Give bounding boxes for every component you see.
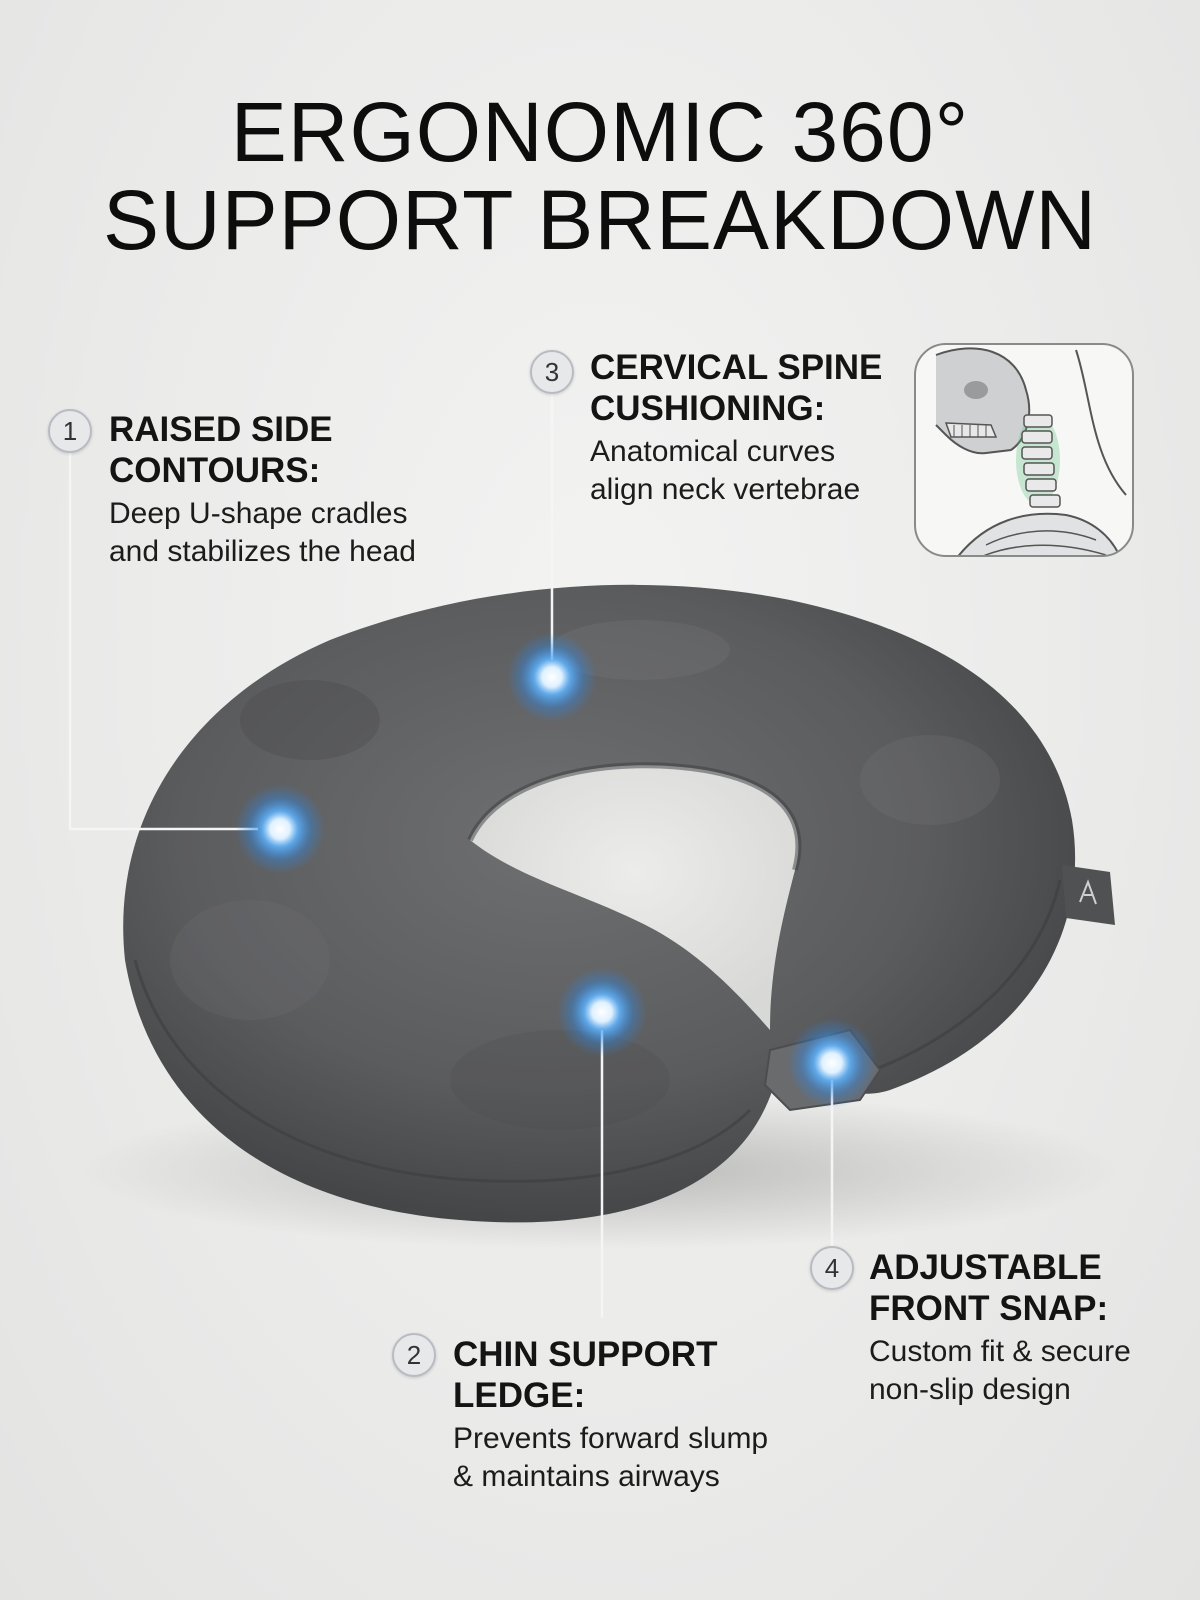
callout-cervical-spine-cushioning: CERVICAL SPINE CUSHIONING: Anatomical cu… bbox=[590, 347, 882, 509]
callout-description: Prevents forward slump bbox=[453, 1422, 769, 1455]
callout-description: non-slip design bbox=[869, 1373, 1071, 1406]
callout-heading: CHIN SUPPORT bbox=[453, 1335, 718, 1374]
glow-points bbox=[235, 632, 877, 1108]
callout-adjustable-front-snap: ADJUSTABLE FRONT SNAP: Custom fit & secu… bbox=[869, 1247, 1131, 1409]
glow-point-icon bbox=[557, 967, 647, 1057]
callout-number-3: 3 bbox=[530, 350, 574, 394]
callout-description: and stabilizes the head bbox=[109, 535, 416, 568]
callout-heading: CONTOURS: bbox=[109, 451, 321, 490]
callout-heading: ADJUSTABLE bbox=[869, 1248, 1102, 1287]
callout-description: Anatomical curves bbox=[590, 435, 836, 468]
brand-tag-icon bbox=[1062, 865, 1115, 925]
callout-description: & maintains airways bbox=[453, 1460, 720, 1493]
title-line-1: ERGONOMIC 360° bbox=[230, 85, 970, 179]
callout-heading: CERVICAL SPINE bbox=[590, 348, 883, 387]
callout-number-1: 1 bbox=[48, 409, 92, 453]
glow-point-icon bbox=[235, 784, 325, 874]
title-line-2: SUPPORT BREAKDOWN bbox=[102, 173, 1098, 267]
callout-description: align neck vertebrae bbox=[590, 473, 861, 506]
callout-raised-side-contours: RAISED SIDE CONTOURS: Deep U-shape cradl… bbox=[109, 409, 416, 571]
callout-heading: CUSHIONING: bbox=[590, 389, 826, 428]
callout-description: Custom fit & secure bbox=[869, 1335, 1131, 1368]
callout-number-2: 2 bbox=[392, 1333, 436, 1377]
callout-number-4: 4 bbox=[810, 1246, 854, 1290]
glow-point-icon bbox=[787, 1018, 877, 1108]
page-title: ERGONOMIC 360° SUPPORT BREAKDOWN bbox=[0, 88, 1200, 264]
callout-description: Deep U-shape cradles bbox=[109, 497, 408, 530]
callout-heading: FRONT SNAP: bbox=[869, 1289, 1109, 1328]
leader-line-1 bbox=[68, 452, 258, 831]
glow-point-icon bbox=[507, 632, 597, 722]
callout-heading: RAISED SIDE bbox=[109, 410, 333, 449]
pillow-hole bbox=[470, 765, 799, 1030]
cervical-spine-diagram-icon bbox=[914, 343, 1134, 557]
callout-chin-support-ledge: CHIN SUPPORT LEDGE: Prevents forward slu… bbox=[453, 1334, 768, 1496]
leader-lines bbox=[68, 393, 834, 1318]
callout-heading: LEDGE: bbox=[453, 1376, 586, 1415]
